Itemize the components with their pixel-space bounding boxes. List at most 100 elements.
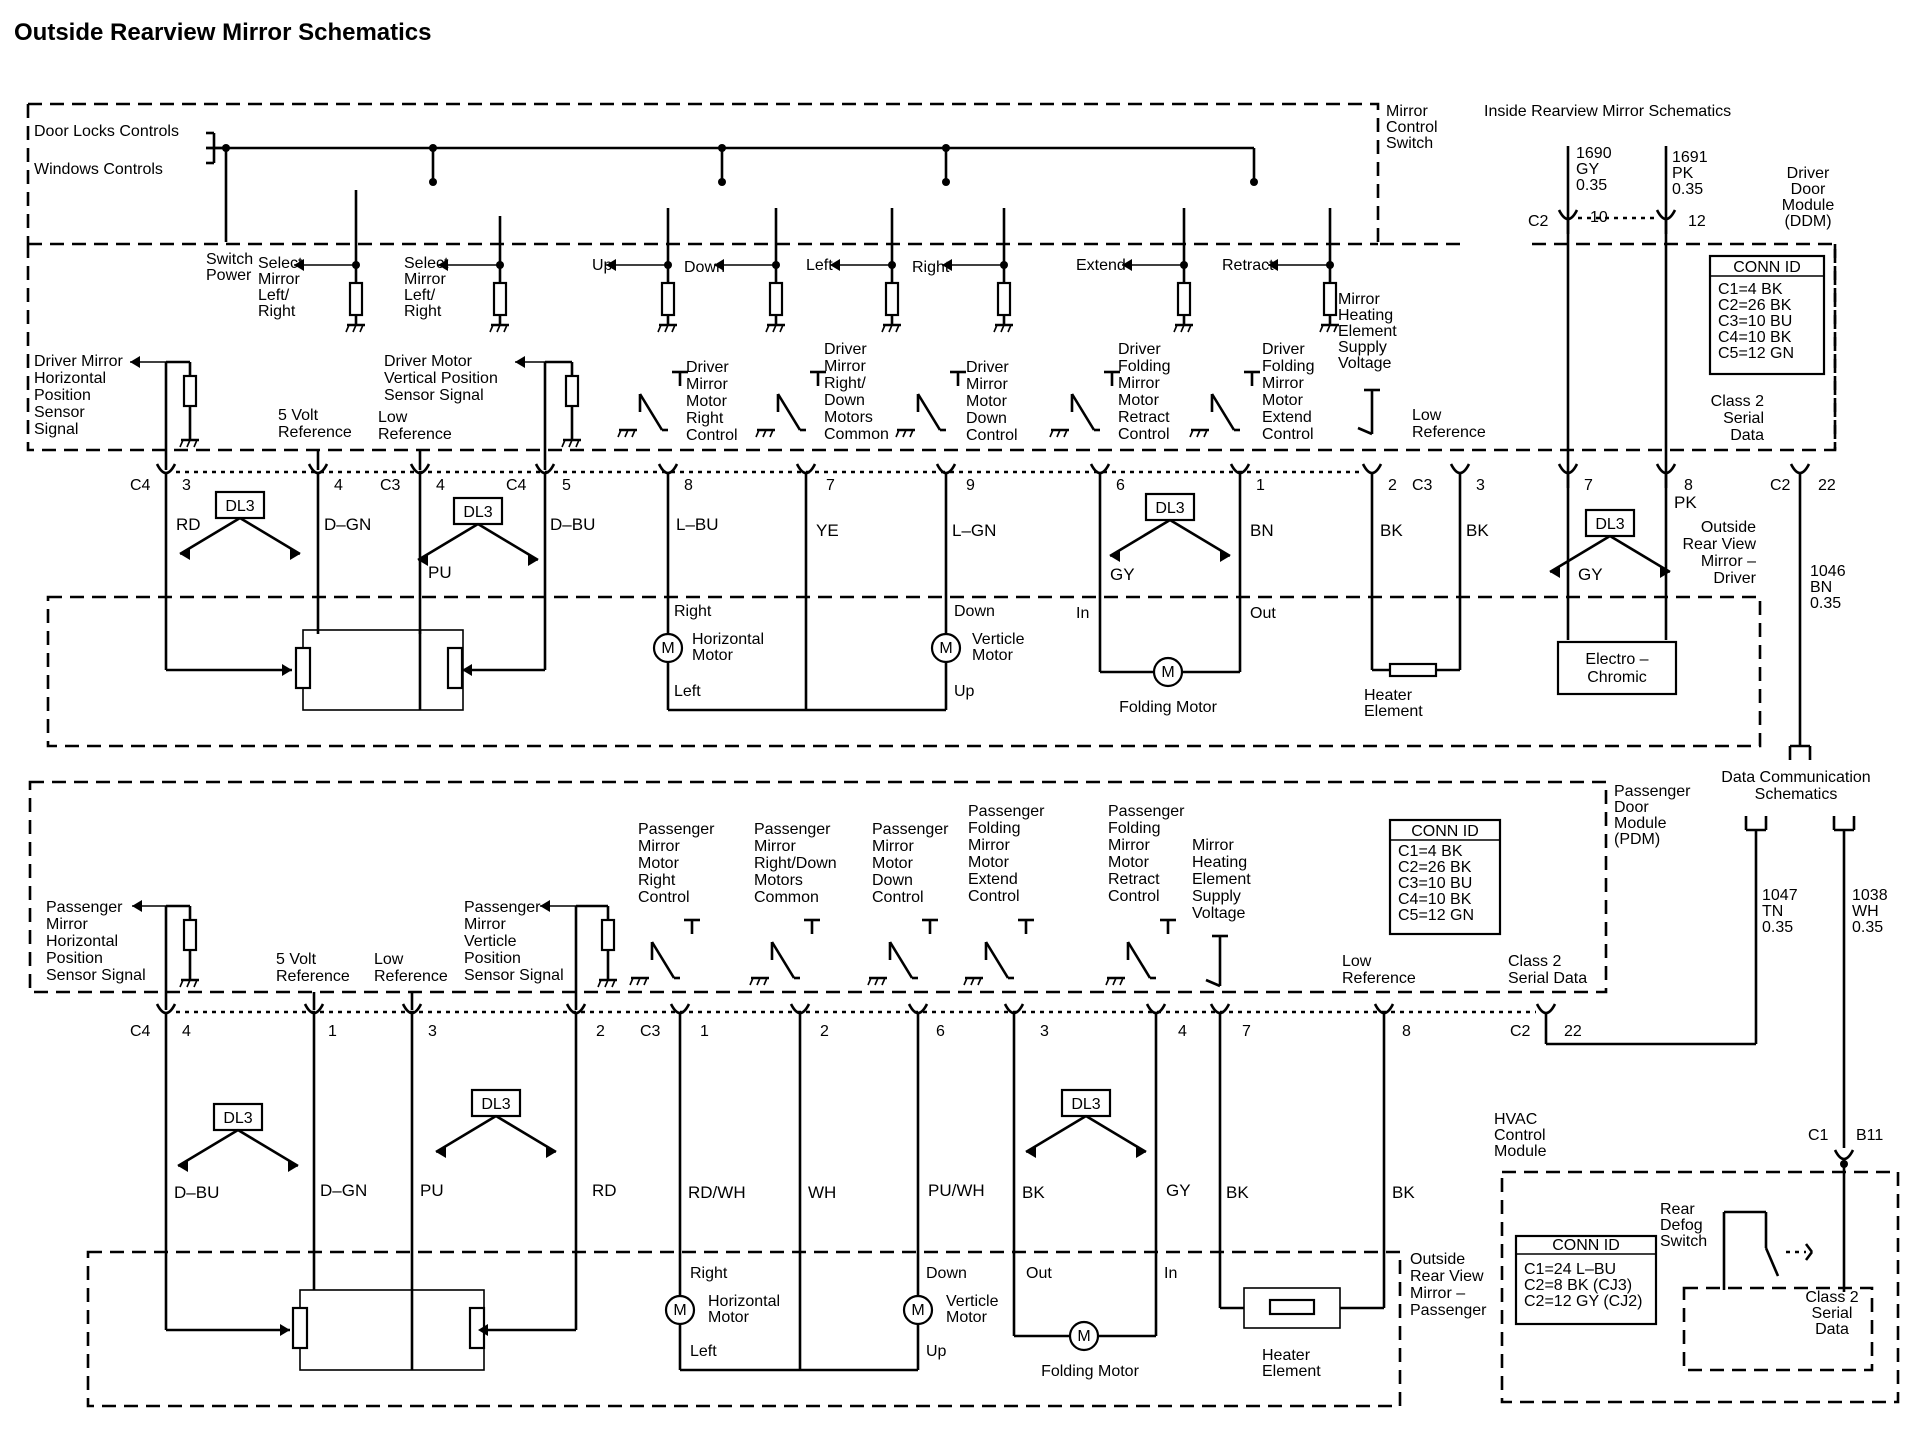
label: Supply (1338, 339, 1387, 356)
label: Vertical Position (384, 370, 498, 387)
label: Motor (972, 647, 1014, 664)
label: Serial (1812, 1305, 1853, 1322)
ground (1000, 324, 1005, 333)
dl3-label: DL3 (1155, 500, 1184, 517)
label: Outside (1701, 519, 1756, 536)
label: Control (968, 888, 1020, 905)
label: Data (1815, 1321, 1849, 1338)
label: Position (34, 387, 91, 404)
label: Mirror (464, 916, 506, 933)
dl3-arrow (1169, 518, 1231, 558)
label: 5 Volt (278, 407, 319, 424)
label: (PDM) (1614, 831, 1660, 848)
label: YE (816, 521, 839, 540)
splice-dot (222, 144, 230, 152)
ground (1326, 324, 1331, 333)
arrow-head (1550, 566, 1560, 578)
label: Driver (686, 359, 729, 376)
label: PU (428, 563, 452, 582)
label: 0.35 (1762, 919, 1793, 936)
label: Chromic (1587, 669, 1647, 686)
label: Motor (686, 393, 728, 410)
label: Module (1782, 197, 1835, 214)
switch-blade (916, 393, 942, 431)
ground (909, 429, 914, 438)
label: Motors (824, 409, 873, 426)
label: C1=4 BK (1718, 281, 1783, 298)
heater-element (1388, 662, 1438, 678)
ground (597, 979, 602, 988)
splice-dot (429, 178, 437, 186)
label: Mirror (754, 838, 796, 855)
resistor (884, 281, 900, 317)
ground (345, 324, 350, 333)
label: B11 (1856, 1127, 1883, 1144)
label: Folding Motor (1041, 1363, 1139, 1380)
label: 1047 (1762, 887, 1798, 904)
connector-terminal (1557, 209, 1579, 221)
label: WH (808, 1183, 836, 1202)
label: Right (638, 872, 676, 889)
ground (359, 324, 364, 333)
label: 3 (1476, 477, 1485, 494)
label: 3 (1040, 1023, 1049, 1040)
label: BK (1392, 1183, 1415, 1202)
label: Verticle (946, 1293, 999, 1310)
dl3-label: DL3 (1595, 516, 1624, 533)
outside-mirror-driver-border (46, 595, 1762, 748)
label: Heating (1192, 854, 1247, 871)
label: 5 Volt (276, 951, 317, 968)
label: 22 (1818, 477, 1836, 494)
label: Driver (1713, 570, 1756, 587)
label: Horizontal (708, 1293, 780, 1310)
motor-m: M (673, 1302, 686, 1319)
label: Left (690, 1343, 717, 1360)
label: Right (404, 303, 442, 320)
label: Motor (946, 1309, 988, 1326)
ground (352, 324, 357, 333)
dl3-label: DL3 (463, 504, 492, 521)
sensor-block (302, 629, 464, 711)
label: Heater (1262, 1347, 1311, 1364)
arrow-head (462, 664, 472, 676)
label: Element (1338, 323, 1397, 340)
label: C3 (1412, 477, 1433, 494)
label: 8 (1402, 1023, 1411, 1040)
dl3-arrow (177, 1128, 239, 1168)
label: C3 (380, 477, 401, 494)
resistor (182, 374, 198, 408)
arrow-head (1660, 566, 1670, 578)
label: Reference (278, 424, 352, 441)
label: Mirror (968, 837, 1010, 854)
label: Mirror (46, 916, 88, 933)
label: Outside (1410, 1251, 1465, 1268)
label: Reference (276, 968, 350, 985)
label: Up (592, 257, 613, 274)
label: 1690 (1576, 145, 1612, 162)
label: Select (258, 255, 303, 272)
label: Mirror (686, 376, 728, 393)
ground (888, 324, 893, 333)
dl3-arrow (1109, 518, 1171, 558)
label: PK (1674, 493, 1697, 512)
label: Left (806, 257, 833, 274)
label: Control (686, 427, 738, 444)
label: Inside Rearview Mirror Schematics (1484, 103, 1731, 120)
resistor (492, 281, 508, 317)
label: Motor (968, 854, 1010, 871)
label: Extend (1076, 257, 1126, 274)
label: Mirror (872, 838, 914, 855)
resistor (600, 918, 616, 952)
splice-dot (718, 144, 726, 152)
label: Passenger (1614, 783, 1691, 800)
label: Serial (1723, 410, 1764, 427)
label: Left (674, 683, 701, 700)
label: Supply (1192, 888, 1241, 905)
label: C2=26 BK (1718, 297, 1792, 314)
label: Motor (638, 855, 680, 872)
arrow-head (1110, 550, 1120, 562)
label: Rear View (1410, 1268, 1484, 1285)
label: Mirror (404, 271, 446, 288)
label: Down (824, 392, 865, 409)
label: Control (1262, 426, 1314, 443)
